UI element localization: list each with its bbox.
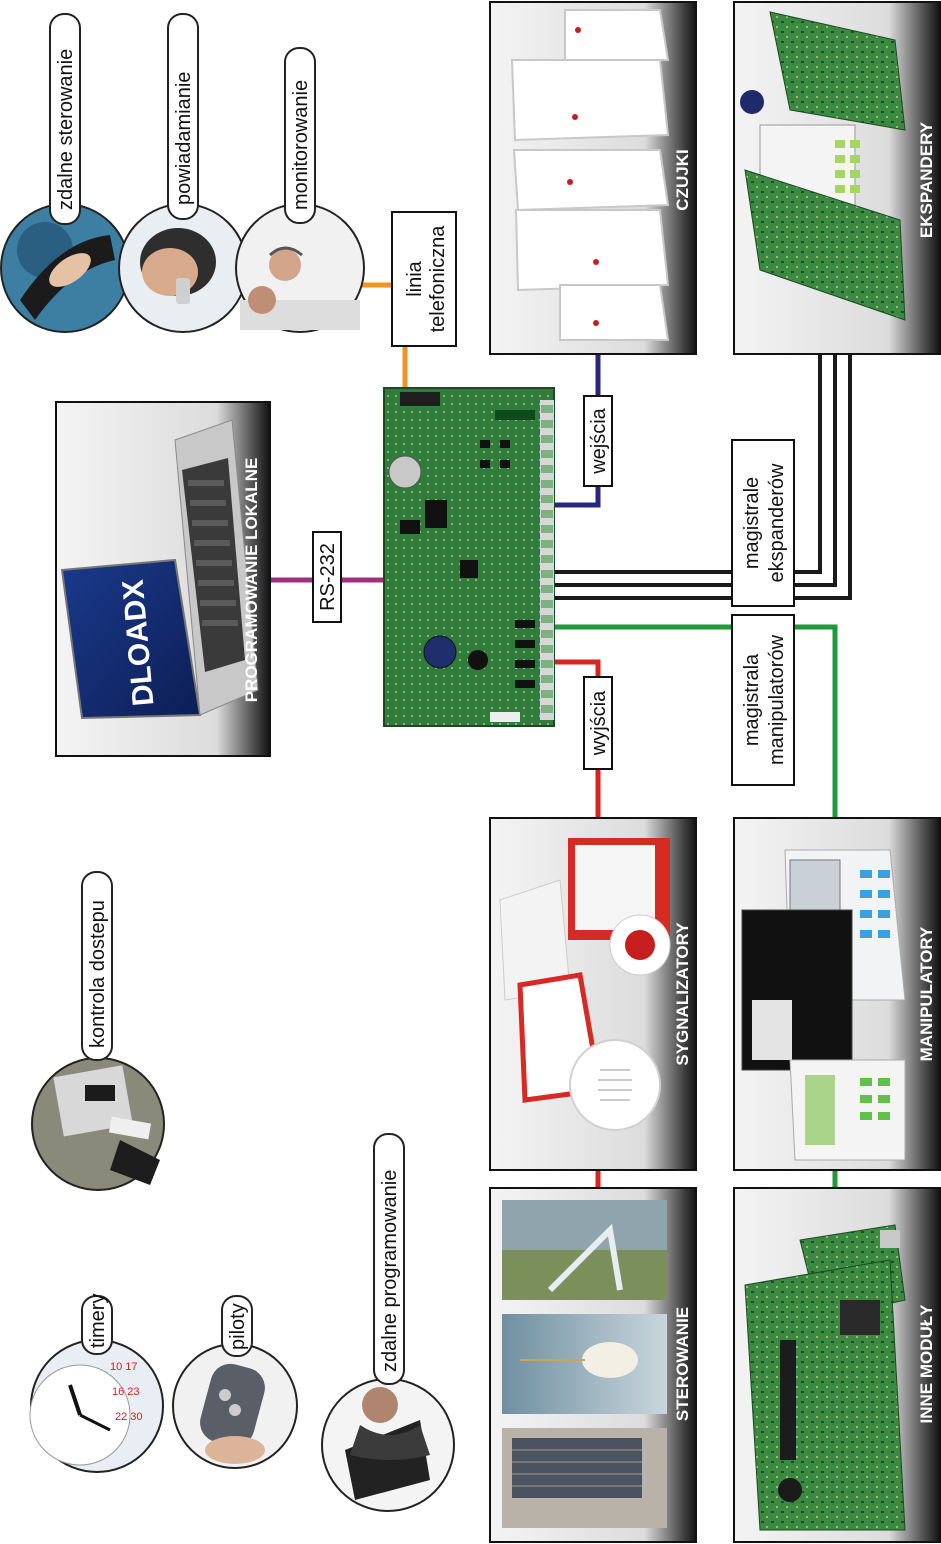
timers-label: timery: [87, 1294, 109, 1348]
keypads-title: MANIPULATORY: [917, 926, 936, 1061]
keypad-bus-label-2: manipulatorów: [766, 634, 788, 765]
sounders-panel: [489, 817, 697, 1171]
control-title: STEROWANIE: [673, 1307, 692, 1421]
inputs-label: wejścia: [588, 407, 610, 474]
svg-text:16 23: 16 23: [112, 1386, 140, 1398]
monitoring-circle: [235, 203, 365, 333]
keypad-bus-box: [731, 614, 795, 786]
remote-control-label: zdalne sterowanie: [55, 49, 77, 210]
expander-bus-wire-2: [555, 355, 837, 587]
other-modules-title: INNE MODUŁY: [917, 1304, 936, 1424]
control-panel-board: [383, 387, 555, 727]
expanders-title: EKSPANDERY: [917, 121, 936, 238]
timers-circle: 10 17 16 23 22 30: [29, 1339, 164, 1473]
remotes-circle: [172, 1343, 298, 1469]
notification-pill: [167, 13, 199, 220]
svg-text:22 30: 22 30: [115, 1411, 143, 1423]
local-programming-panel: [55, 401, 271, 757]
notification-label: powiadamianie: [173, 72, 195, 205]
timers-pill: [81, 1295, 113, 1355]
rs232-box: [312, 531, 342, 623]
access-control-pill: [81, 871, 113, 1061]
outputs-box: [583, 676, 613, 770]
remote-control-pill: [49, 13, 81, 225]
expander-bus-wire-1: [555, 355, 822, 574]
phone-line-box: [391, 211, 457, 347]
svg-text:10 17: 10 17: [110, 1361, 138, 1373]
keypad-bus-wire: [555, 624, 838, 818]
monitoring-label: monitorowanie: [290, 80, 312, 210]
expander-bus-label-1: magistrale: [741, 477, 763, 569]
remotes-label: piloty: [227, 1303, 249, 1350]
monitoring-pill: [284, 47, 316, 224]
expander-bus-wire-3: [555, 355, 852, 600]
detectors-title: CZUJKI: [673, 149, 692, 210]
remotes-pill: [221, 1295, 253, 1357]
outputs-label: wyjścia: [588, 690, 610, 756]
detectors-panel: [489, 1, 697, 355]
rs232-label: RS-232: [317, 543, 339, 611]
other-modules-panel: [733, 1187, 941, 1543]
control-panel-photos: [489, 1187, 697, 1543]
local-programming-title: PROGRAMOWANIE LOKALNE: [242, 458, 261, 703]
access-control-label: kontrola dostepu: [87, 900, 109, 1048]
keypads-panel: [733, 817, 941, 1171]
remote-programming-circle: [321, 1378, 455, 1512]
notification-circle: [118, 203, 248, 333]
inputs-box: [583, 395, 613, 487]
remote-programming-pill: [373, 1133, 405, 1385]
phone-line-label-2: telefoniczna: [427, 225, 449, 333]
keypad-bus-label-1: magistrala: [741, 653, 763, 746]
wires: [270, 282, 852, 1188]
remote-programming-label: zdalne programowanie: [379, 1170, 401, 1372]
sounders-title: SYGNALIZATORY: [673, 922, 692, 1066]
expander-bus-box: [731, 439, 795, 607]
expander-bus-label-2: ekspanderów: [766, 463, 788, 583]
phone-line-label-1: linia: [404, 260, 426, 296]
expanders-panel: [733, 1, 941, 355]
access-control-circle: [31, 1057, 165, 1191]
